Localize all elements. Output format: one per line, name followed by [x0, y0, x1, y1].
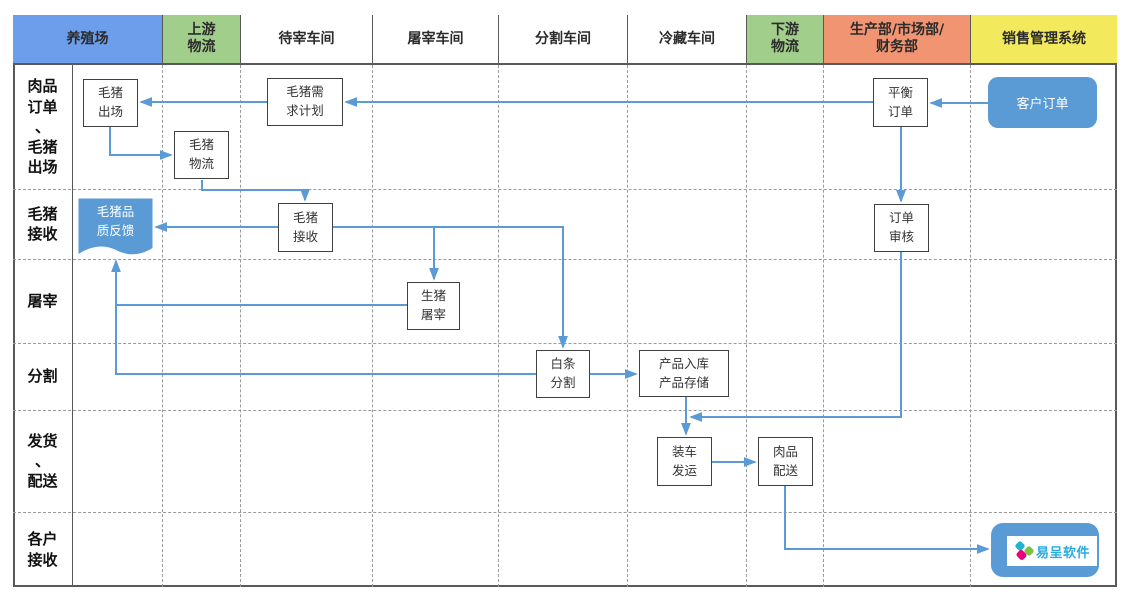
node-pig-quality-feedback: 毛猪品 质反馈 — [78, 198, 153, 260]
node-product-storage: 产品入库 产品存储 — [639, 350, 729, 397]
row-label-cutting: 分割 — [27, 367, 58, 386]
node-carcass-cutting: 白条 分割 — [536, 350, 590, 398]
yicheng-logo-icon — [1014, 540, 1035, 562]
node-order-review: 订单 审核 — [874, 204, 929, 252]
node-balance-order: 平衡 订单 — [873, 78, 928, 127]
node-pig-quality-feedback-label: 毛猪品 质反馈 — [96, 204, 135, 239]
lane-header-sales-system: 销售管理系统 — [970, 15, 1117, 65]
lane-header-departments: 生产部/市场部/ 财务部 — [823, 15, 970, 65]
lane-divider — [372, 65, 373, 587]
lane-divider — [823, 65, 824, 587]
row-label-ship-delivery: 发货 、 配送 — [27, 431, 58, 491]
document-shape — [78, 198, 153, 255]
node-meat-delivery: 肉品 配送 — [758, 437, 813, 486]
lane-header-cutting-workshop: 分割车间 — [498, 15, 627, 65]
lane-divider — [627, 65, 628, 587]
lane-divider — [162, 65, 163, 587]
lane-header-cold-storage-workshop: 冷藏车间 — [627, 15, 746, 65]
row-divider — [13, 259, 1117, 260]
yicheng-brand-text: 易呈软件 — [1035, 545, 1090, 561]
row-divider — [13, 189, 1117, 190]
lane-divider — [240, 65, 241, 587]
lane-header-upstream-logistics: 上游 物流 — [162, 15, 240, 65]
lane-divider — [498, 65, 499, 587]
node-pig-receive: 毛猪 接收 — [278, 203, 333, 252]
lane-header-waiting-workshop: 待宰车间 — [240, 15, 372, 65]
node-yicheng-software: 易呈软件 — [991, 523, 1099, 577]
node-pig-exit: 毛猪 出场 — [83, 79, 138, 127]
row-label-slaughter: 屠宰 — [27, 291, 58, 310]
node-pig-slaughter: 生猪 屠宰 — [407, 282, 460, 330]
row-divider — [13, 343, 1117, 344]
row-divider — [13, 512, 1117, 513]
node-customer-order: 客户订单 — [988, 77, 1097, 128]
yicheng-logo-plate: 易呈软件 — [1007, 536, 1097, 566]
lane-header-slaughter-workshop: 屠宰车间 — [372, 15, 498, 65]
node-truck-dispatch: 装车 发运 — [657, 437, 712, 486]
lane-header-farm: 养殖场 — [13, 15, 162, 65]
lane-divider — [970, 65, 971, 587]
lane-header-downstream-logistics: 下游 物流 — [746, 15, 823, 65]
node-pig-logistics: 毛猪 物流 — [174, 131, 229, 179]
lane-divider — [746, 65, 747, 587]
row-label-customer-receive: 各户 接收 — [27, 530, 58, 569]
row-label-column-border — [72, 65, 73, 587]
node-pig-demand-plan: 毛猪需 求计划 — [267, 78, 343, 126]
row-divider — [13, 410, 1117, 411]
row-label-pig-receive: 毛猪 接收 — [27, 204, 58, 243]
diagram-frame — [13, 15, 1117, 587]
row-label-meat-order-pig-exit: 肉品 订单 、 毛猪 出场 — [27, 77, 58, 177]
